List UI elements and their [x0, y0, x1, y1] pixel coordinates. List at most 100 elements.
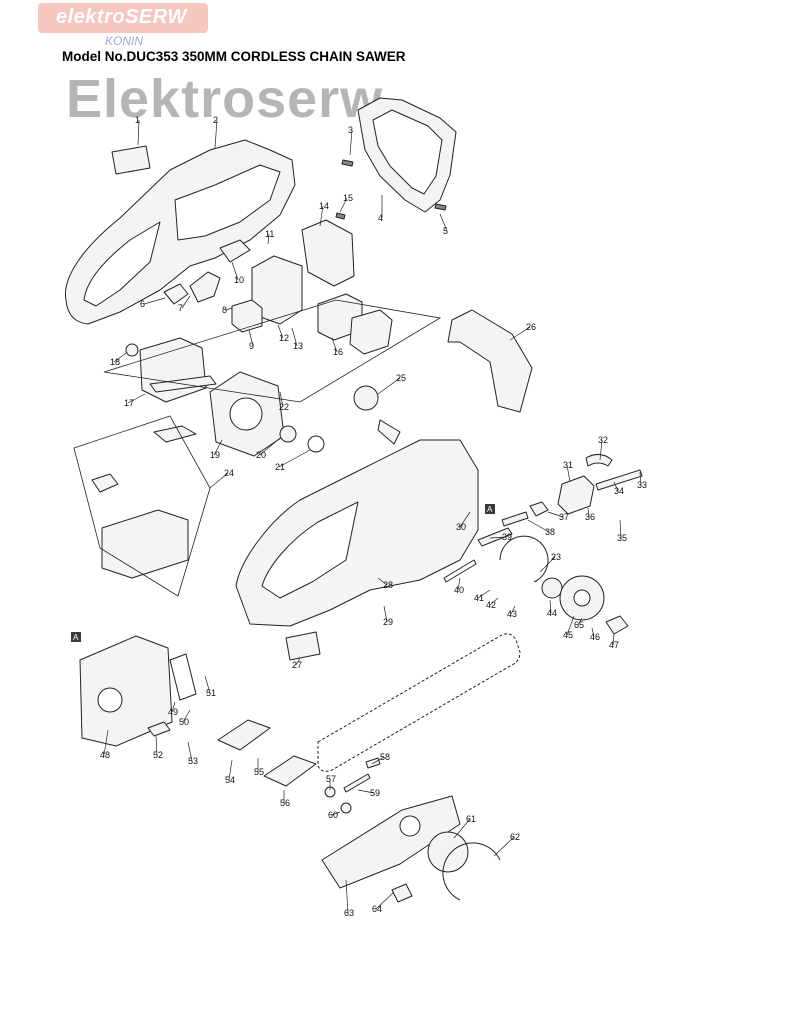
ref-marker-a-group: A A	[71, 504, 495, 642]
part-number-20: 20	[256, 450, 266, 460]
leader-line-64	[375, 891, 395, 910]
part-6-spring	[163, 283, 189, 305]
part-62-ring	[442, 842, 501, 901]
part-number-60: 60	[328, 810, 338, 820]
part-number-64: 64	[372, 904, 382, 914]
leader-line-26	[509, 326, 531, 341]
ref-marker-a-2-text: A	[73, 633, 79, 642]
part-number-38: 38	[545, 527, 555, 537]
part-number-48: 48	[100, 750, 110, 760]
part-24-controller	[101, 509, 189, 579]
leader-line-32	[599, 439, 603, 461]
leader-line-13	[291, 327, 298, 347]
part-48-side-plate	[79, 635, 173, 747]
leader-line-36	[587, 507, 590, 518]
part-number-21: 21	[275, 462, 285, 472]
leader-line-29	[383, 605, 388, 623]
leader-line-5	[439, 213, 448, 232]
leader-line-45	[566, 615, 575, 636]
part-44-clutch	[541, 577, 563, 599]
ref-marker-a-1-text: A	[487, 505, 493, 514]
part-64-knob	[391, 883, 413, 903]
part-25-oil-cap	[353, 385, 379, 411]
part-number-50: 50	[179, 717, 189, 727]
part-30-housing	[235, 439, 479, 627]
brand-city: KONIN	[105, 34, 144, 48]
leader-line-9	[248, 329, 254, 347]
part-5-screw	[434, 203, 447, 211]
part-number-25: 25	[396, 373, 406, 383]
part-47-nut	[605, 615, 629, 635]
part-number-57: 57	[326, 774, 336, 784]
leader-line-28	[377, 577, 388, 586]
leader-line-2	[214, 119, 218, 149]
leader-line-42	[489, 597, 499, 606]
part-number-55: 55	[254, 767, 264, 777]
leader-line-20	[259, 437, 281, 456]
part-number-32: 32	[598, 435, 608, 445]
leader-line-15	[339, 197, 348, 213]
part-59-pin	[343, 773, 371, 793]
part-14-switch	[301, 219, 355, 287]
part-number-53: 53	[188, 756, 198, 766]
leader-line-12	[277, 324, 284, 339]
leader-line-38	[527, 519, 550, 533]
part-number-39: 39	[502, 532, 512, 542]
part-number-15: 15	[343, 193, 353, 203]
part-number-18: 18	[110, 357, 120, 367]
part-number-1: 1	[135, 115, 140, 125]
part-60-nut	[340, 802, 352, 814]
leader-line-44	[549, 599, 552, 614]
part-56-plate	[263, 755, 317, 787]
leader-line-11	[267, 233, 270, 245]
leader-line-24	[209, 472, 229, 489]
part-52-clip	[147, 721, 171, 737]
leader-line-16	[331, 337, 338, 353]
part-10-lever	[219, 239, 251, 263]
leader-line-3	[349, 129, 353, 156]
leader-line-62	[493, 836, 515, 857]
leader-line-1	[137, 119, 140, 146]
part-number-45: 45	[563, 630, 573, 640]
part-3-screw	[341, 159, 354, 167]
part-18-bearing	[125, 343, 139, 357]
part-number-46: 46	[590, 632, 600, 642]
part-number-30: 30	[456, 522, 466, 532]
leader-line-37	[547, 511, 564, 518]
part-number-27: 27	[292, 660, 302, 670]
part-number-34: 34	[614, 486, 624, 496]
part-58-bolt	[365, 757, 381, 769]
part-number-3: 3	[348, 125, 353, 135]
part-17-rotor	[139, 337, 207, 403]
part-27-label	[285, 631, 321, 661]
part-34-worm	[595, 469, 643, 491]
leader-line-23	[539, 556, 556, 573]
brand-logo-box	[38, 3, 208, 33]
part-number-16: 16	[333, 347, 343, 357]
leader-line-6	[143, 297, 166, 305]
part-54-plate	[217, 719, 271, 751]
brand-logo-text: elektroSERW	[56, 6, 187, 28]
leader-line-40	[457, 577, 461, 591]
part-21-ring	[307, 435, 325, 453]
part-1-label	[111, 145, 151, 175]
model-title: Model No.DUC353 350MM CORDLESS CHAIN SAW…	[62, 49, 406, 64]
part-number-13: 13	[293, 341, 303, 351]
part-number-59: 59	[370, 788, 380, 798]
leader-line-14	[319, 205, 324, 227]
leader-line-8	[225, 307, 233, 311]
part-number-11: 11	[265, 229, 274, 239]
leader-line-18	[113, 352, 127, 363]
leader-line-19	[213, 439, 223, 456]
leader-line-39	[489, 536, 507, 539]
leader-line-49	[171, 701, 176, 713]
leader-line-61	[453, 818, 471, 839]
part-number-17: 17	[124, 398, 134, 408]
part-number-51: 51	[206, 688, 216, 698]
part-number-41: 41	[474, 593, 484, 603]
part-37-plate	[529, 501, 549, 517]
ref-marker-a-2	[71, 632, 81, 642]
leader-line-7	[181, 295, 191, 309]
part-number-9: 9	[249, 341, 254, 351]
leader-line-21	[278, 449, 311, 468]
